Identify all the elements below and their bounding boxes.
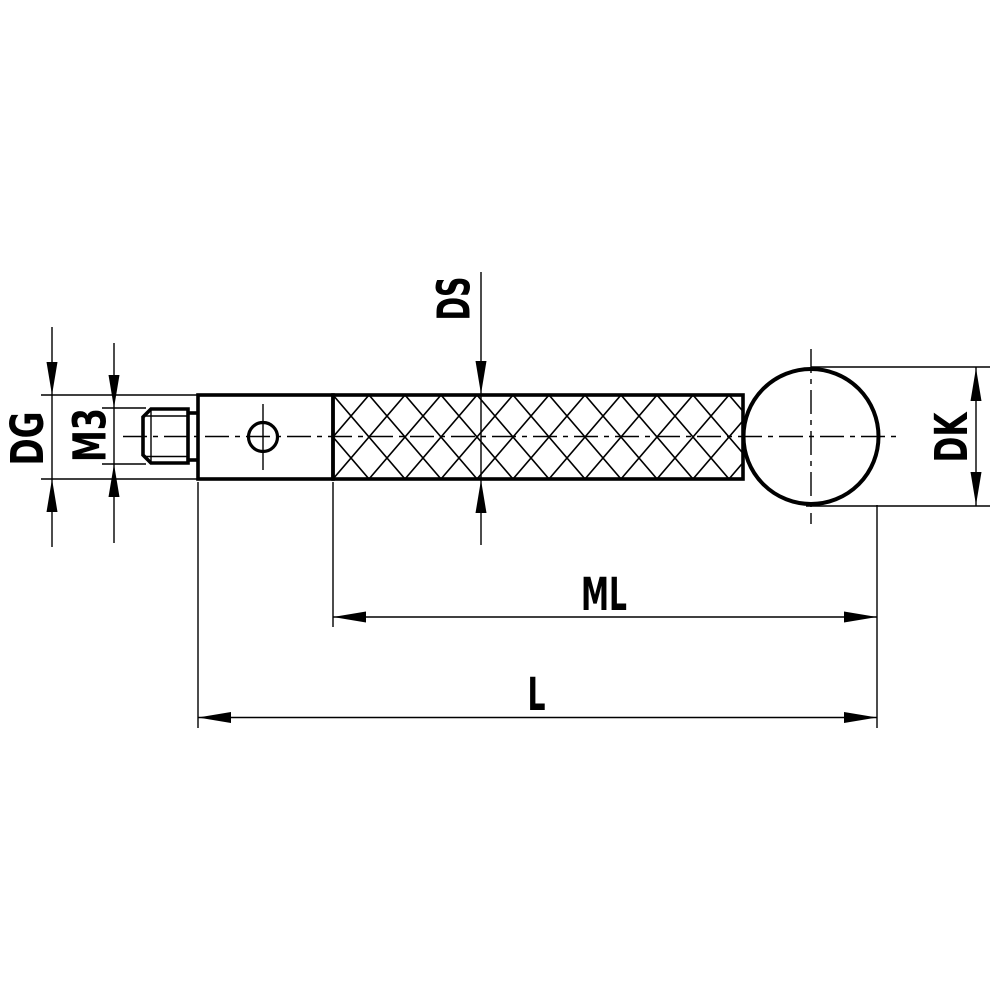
dg-arrow-up-icon (46, 479, 58, 512)
dim-label-ds: DS (428, 277, 481, 321)
dimension-dg: DG (1, 327, 197, 547)
ml-arrow-right-icon (844, 611, 877, 623)
dimension-ds: DS (428, 272, 487, 545)
m3-arrow-up-icon (108, 464, 120, 497)
dim-label-l: L (528, 668, 546, 721)
ml-arrow-left-icon (333, 611, 366, 623)
dimension-l: L (197, 482, 877, 728)
dim-label-ml: ML (581, 568, 627, 621)
dg-arrow-down-icon (46, 362, 58, 395)
dk-arrow-up-icon (970, 368, 982, 401)
l-arrow-right-icon (844, 712, 877, 723)
dimension-ml: ML (332, 482, 878, 728)
dim-label-dk: DK (925, 411, 978, 462)
m3-arrow-down-icon (108, 375, 120, 408)
l-arrow-left-icon (198, 712, 231, 723)
dimension-dk: DK (806, 366, 990, 507)
dim-label-dg: DG (1, 412, 54, 466)
dk-arrow-down-icon (970, 472, 982, 505)
dimension-m3: M3 (64, 343, 146, 543)
ds-arrow-up-icon (475, 480, 487, 513)
ds-arrow-down-icon (475, 361, 487, 394)
dim-label-m3: M3 (64, 408, 117, 462)
